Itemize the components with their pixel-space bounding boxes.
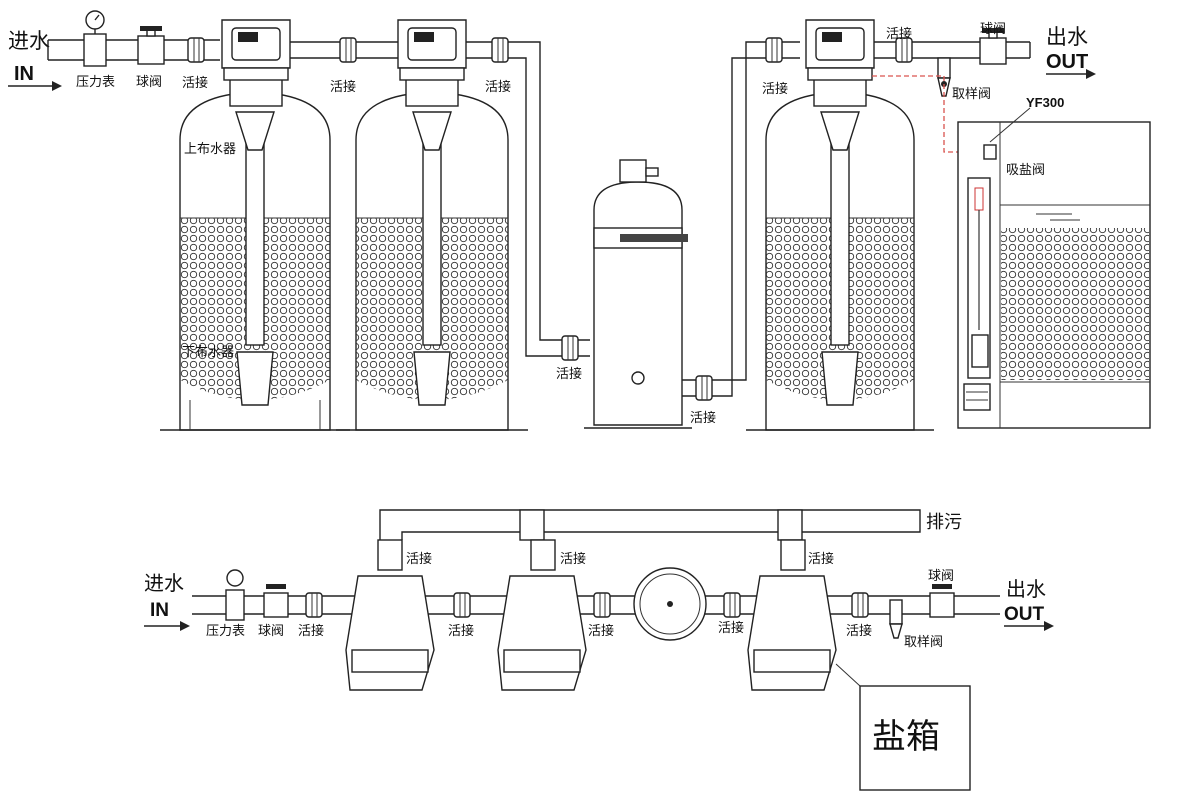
- bottom-union-f-icon: [723, 592, 741, 618]
- bottom-union-c-label: 活接: [808, 551, 834, 567]
- top-tank-1: [160, 19, 350, 431]
- bottom-ball-valve-out-label: 球阀: [928, 569, 954, 584]
- top-union-6-icon: [765, 37, 783, 63]
- bottom-ball-valve-out-icon: [929, 584, 955, 618]
- bottom-salt-box: [859, 685, 971, 791]
- bottom-control-valve-1: [345, 575, 435, 691]
- top-union-1-label: 活接: [182, 75, 208, 91]
- top-ball-valve-in-label: 球阀: [136, 75, 162, 90]
- top-union-2-label: 活接: [330, 79, 356, 95]
- bottom-salt-box-label: 盐箱: [872, 717, 940, 757]
- top-union-1-icon: [187, 37, 205, 63]
- top-cartridge-filter: [584, 159, 692, 429]
- top-brine-tank: [957, 121, 1151, 429]
- bottom-inlet-arrow-icon: [144, 621, 190, 631]
- top-pressure-gauge-icon: [83, 10, 107, 67]
- bottom-control-valve-3: [747, 575, 837, 691]
- bottom-union-f-label: 活接: [718, 620, 744, 636]
- top-diagram: 进水 IN 压力表 球阀 活接: [8, 10, 1151, 431]
- top-ball-valve-in-icon: [137, 26, 165, 65]
- top-lower-distributor-label: 下布水器: [182, 345, 234, 360]
- bottom-control-valve-2: [497, 575, 587, 691]
- top-sampling-valve-label: 取样阀: [952, 87, 991, 102]
- top-union-4-icon: [561, 335, 579, 361]
- top-union-5-icon: [695, 375, 713, 401]
- bottom-union-d-icon: [453, 592, 471, 618]
- bottom-filter-gauge: [633, 567, 707, 641]
- top-inlet-cn: 进水: [8, 29, 50, 53]
- bottom-union-e-icon: [593, 592, 611, 618]
- bottom-outlet-arrow-icon: [1004, 621, 1054, 631]
- bottom-ball-valve-in-label: 球阀: [258, 624, 284, 639]
- top-ball-valve-out-label: 球阀: [980, 22, 1006, 37]
- bottom-drain-header: [377, 509, 921, 571]
- bottom-union-e-label: 活接: [588, 623, 614, 639]
- bottom-union-g-icon: [851, 592, 869, 618]
- top-union-4-label: 活接: [556, 366, 582, 382]
- bottom-sampling-valve-label: 取样阀: [904, 635, 943, 650]
- top-outlet-cn: 出水: [1046, 25, 1088, 49]
- top-outlet-en: OUT: [1046, 51, 1088, 73]
- bottom-outlet-cn: 出水: [1006, 577, 1046, 601]
- bottom-outlet-en: OUT: [1004, 604, 1045, 625]
- top-union-3-icon: [491, 37, 509, 63]
- top-outlet-arrow-icon: [1046, 69, 1096, 79]
- bottom-sampling-valve-icon: [889, 599, 903, 639]
- top-union-5-label: 活接: [690, 410, 716, 426]
- top-brine-valve-label: 吸盐阀: [1006, 163, 1045, 178]
- top-tank-2: [336, 19, 528, 431]
- top-model-label: YF300: [1026, 95, 1064, 110]
- bottom-diagram: 排污 活接 活接 活接 进水 IN 压力表 球阀 活接: [144, 509, 1054, 791]
- bottom-union-b-label: 活接: [560, 551, 586, 567]
- top-union-6-label: 活接: [762, 81, 788, 97]
- bottom-union-a-label: 活接: [406, 551, 432, 567]
- bottom-union-g-label: 活接: [846, 623, 872, 639]
- bottom-inlet-en: IN: [150, 600, 169, 621]
- top-union-3-label: 活接: [485, 79, 511, 95]
- bottom-pressure-gauge-label: 压力表: [206, 624, 245, 639]
- bottom-drain-label: 排污: [926, 512, 962, 533]
- bottom-union-in-icon: [305, 592, 323, 618]
- bottom-union-d-label: 活接: [448, 623, 474, 639]
- top-model-leader: [989, 107, 1031, 143]
- bottom-inlet-cn: 进水: [144, 571, 184, 595]
- top-tank-3: [746, 19, 934, 431]
- top-pressure-gauge-label: 压力表: [76, 75, 115, 90]
- top-inlet-arrow-icon: [8, 81, 62, 91]
- bottom-pressure-gauge-icon: [225, 569, 245, 621]
- bottom-union-in-label: 活接: [298, 623, 324, 639]
- top-ball-valve-out-icon: [979, 28, 1007, 65]
- top-union-2-icon: [339, 37, 357, 63]
- bottom-ball-valve-in-icon: [263, 584, 289, 618]
- top-union-7-label: 活接: [886, 26, 912, 42]
- top-upper-distributor-label: 上布水器: [184, 142, 236, 157]
- bottom-brine-line: [835, 663, 861, 687]
- top-inlet-en: IN: [14, 63, 34, 85]
